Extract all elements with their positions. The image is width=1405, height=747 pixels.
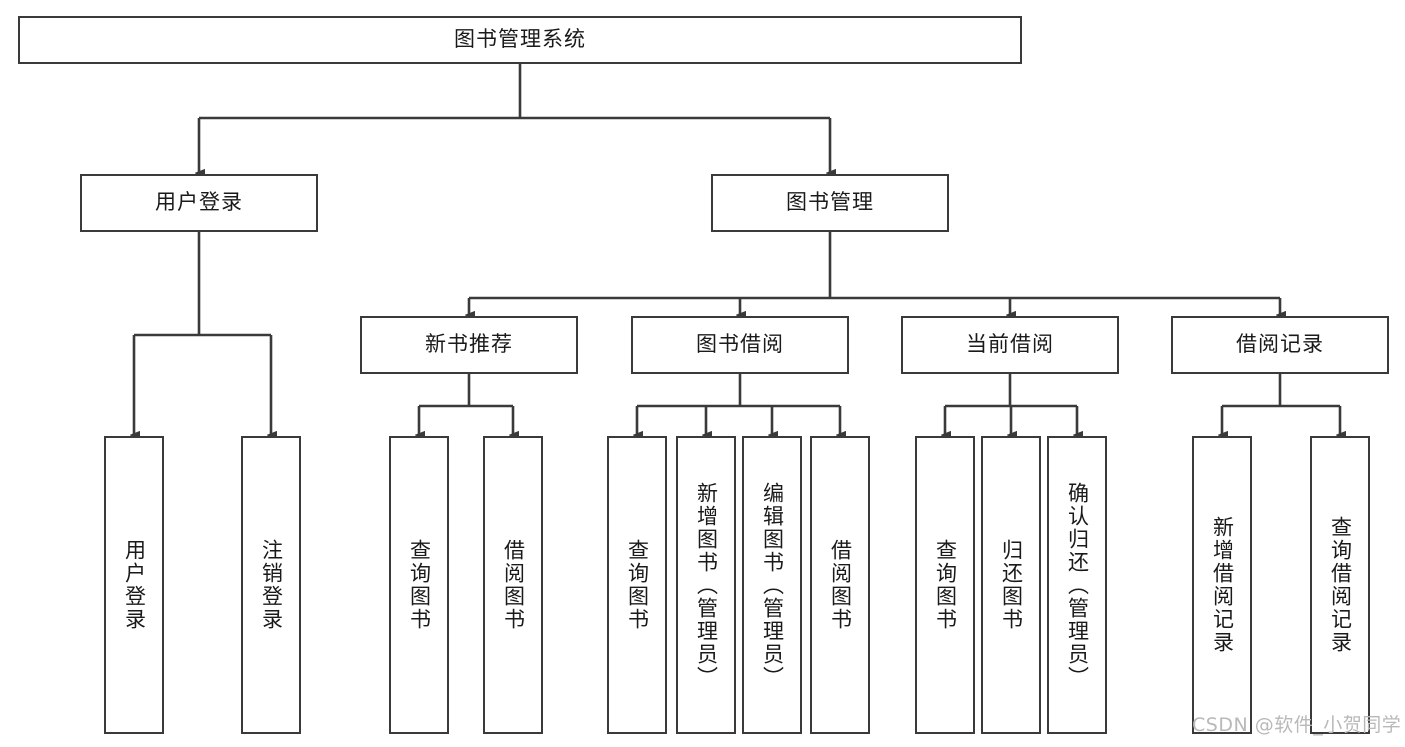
node-book-manage-label: 图书管理: [786, 190, 874, 215]
node-leaf-user-login[interactable]: 用户登录: [104, 436, 164, 734]
node-leaf-confirm-return-label: 确认归还（管理员）: [1065, 481, 1090, 689]
node-root-label: 图书管理系统: [454, 27, 586, 52]
node-leaf-borrow-book-1[interactable]: 借阅图书: [483, 436, 543, 734]
node-leaf-query-book-3[interactable]: 查询图书: [915, 436, 975, 734]
node-leaf-add-book[interactable]: 新增图书（管理员）: [676, 436, 736, 734]
node-leaf-query-borrow-record[interactable]: 查询借阅记录: [1310, 436, 1370, 734]
node-book-borrow-label: 图书借阅: [696, 332, 784, 357]
node-leaf-add-borrow-record-label: 新增借阅记录: [1210, 516, 1235, 654]
node-leaf-query-book-1-label: 查询图书: [407, 539, 432, 631]
node-leaf-user-login-label: 用户登录: [122, 539, 147, 631]
node-root[interactable]: 图书管理系统: [18, 16, 1022, 64]
node-leaf-query-book-3-label: 查询图书: [933, 539, 958, 631]
node-leaf-query-book-2-label: 查询图书: [625, 539, 650, 631]
node-book-borrow[interactable]: 图书借阅: [631, 316, 849, 374]
node-leaf-borrow-book-2[interactable]: 借阅图书: [810, 436, 870, 734]
node-leaf-return-book-label: 归还图书: [999, 539, 1024, 631]
node-leaf-return-book[interactable]: 归还图书: [981, 436, 1041, 734]
node-new-book-recommend-label: 新书推荐: [425, 332, 513, 357]
node-new-book-recommend[interactable]: 新书推荐: [360, 316, 578, 374]
node-leaf-add-borrow-record[interactable]: 新增借阅记录: [1192, 436, 1252, 734]
node-user-login[interactable]: 用户登录: [80, 174, 318, 232]
node-current-borrow-label: 当前借阅: [966, 332, 1054, 357]
node-current-borrow[interactable]: 当前借阅: [901, 316, 1119, 374]
node-leaf-logout-label: 注销登录: [259, 539, 284, 631]
node-borrow-record-label: 借阅记录: [1236, 332, 1324, 357]
node-book-manage[interactable]: 图书管理: [711, 174, 949, 232]
node-leaf-logout[interactable]: 注销登录: [241, 436, 301, 734]
node-leaf-borrow-book-2-label: 借阅图书: [828, 539, 853, 631]
node-leaf-query-book-2[interactable]: 查询图书: [607, 436, 667, 734]
node-leaf-edit-book-label: 编辑图书（管理员）: [760, 481, 785, 689]
node-leaf-confirm-return[interactable]: 确认归还（管理员）: [1047, 436, 1107, 734]
node-leaf-query-book-1[interactable]: 查询图书: [389, 436, 449, 734]
node-leaf-add-book-label: 新增图书（管理员）: [694, 481, 719, 689]
node-leaf-edit-book[interactable]: 编辑图书（管理员）: [742, 436, 802, 734]
node-borrow-record[interactable]: 借阅记录: [1171, 316, 1389, 374]
node-leaf-query-borrow-record-label: 查询借阅记录: [1328, 516, 1353, 654]
node-user-login-label: 用户登录: [155, 190, 243, 215]
node-leaf-borrow-book-1-label: 借阅图书: [501, 539, 526, 631]
